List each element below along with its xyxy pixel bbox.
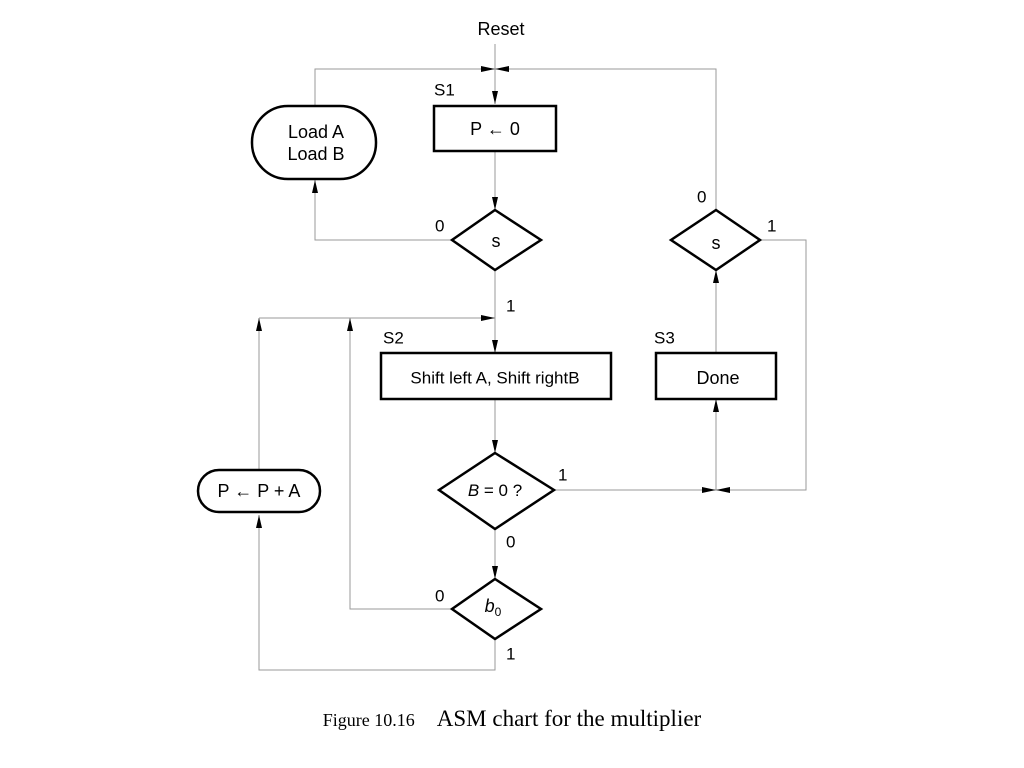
decision-b-zero-text: B = 0 ? — [468, 481, 522, 500]
load-return-wire — [314, 68, 495, 106]
arrow-into-b0 — [492, 566, 498, 579]
state-label-s1: S1 — [434, 80, 455, 99]
arrow-left-loop-up — [256, 318, 262, 331]
arrow-junction-from-right — [716, 487, 730, 493]
arrow-into-s1 — [492, 91, 498, 104]
state-label-s3: S3 — [654, 328, 675, 347]
s-second-one-wire — [716, 239, 807, 491]
state-box-s2 — [379, 351, 613, 401]
decision-b-zero-zero: 0 — [506, 532, 515, 551]
decision-s-second-text: s — [712, 233, 721, 253]
add-text: P ← P + A — [218, 481, 301, 501]
decision-b0-one: 1 — [506, 644, 515, 663]
decision-b-zero — [436, 451, 557, 531]
arrow-top-from-right — [495, 66, 509, 72]
decision-s-first — [449, 208, 544, 272]
state-label-s2: S2 — [383, 328, 404, 347]
arrowheads — [256, 66, 730, 579]
decision-s-second-zero: 0 — [697, 187, 706, 206]
decision-s-second — [668, 208, 763, 272]
arrow-into-s2 — [492, 340, 498, 353]
decision-b0-sub: 0 — [495, 605, 502, 619]
decision-b0 — [449, 577, 544, 641]
arrow-into-load — [312, 180, 318, 193]
arrow-into-s-second — [713, 270, 719, 283]
state-action-s3: Done — [696, 368, 739, 388]
figure-caption-text: ASM chart for the multiplier — [436, 706, 702, 731]
state-action-s2: Shift left A, Shift rightB — [410, 368, 579, 387]
decision-s-first-zero: 0 — [435, 216, 444, 235]
arrow-into-s3 — [713, 399, 719, 412]
arrow-loop-junction — [481, 315, 495, 321]
arrow-top-from-left — [481, 66, 495, 72]
state-box-s1 — [432, 104, 558, 153]
conditional-output-add — [196, 468, 322, 514]
arrow-into-add — [256, 515, 262, 528]
connectors — [258, 44, 807, 671]
conditional-output-load — [250, 104, 378, 181]
reset-label: Reset — [477, 19, 524, 39]
decision-b-rest: = 0 ? — [479, 481, 522, 500]
decision-s-second-one: 1 — [767, 216, 776, 235]
b0-one-wire — [258, 515, 496, 671]
decision-b-var: B — [468, 481, 479, 500]
decision-b0-zero: 0 — [435, 586, 444, 605]
decision-b-zero-one: 1 — [558, 465, 567, 484]
figure-number: Figure 10.16 — [322, 710, 415, 730]
arrow-into-b-decision — [492, 440, 498, 453]
b0-zero-wire — [349, 318, 452, 610]
arrow-b0-loop-up — [347, 318, 353, 331]
arrow-into-s-decision — [492, 197, 498, 210]
decision-s-first-text: s — [492, 231, 501, 251]
load-line-2: Load B — [287, 144, 344, 164]
decision-b0-var: b — [485, 596, 495, 616]
s-zero-wire — [314, 180, 452, 241]
s3-return-wire — [495, 68, 717, 210]
decision-b0-text: b0 — [485, 596, 502, 619]
decision-s-first-one: 1 — [506, 296, 515, 315]
arrow-junction-from-left — [702, 487, 716, 493]
state-action-s1: P ← 0 — [470, 119, 520, 139]
figure-caption: Figure 10.16 ASM chart for the multiplier — [0, 706, 1024, 732]
load-line-1: Load A — [288, 122, 344, 142]
state-box-s3 — [654, 351, 778, 401]
